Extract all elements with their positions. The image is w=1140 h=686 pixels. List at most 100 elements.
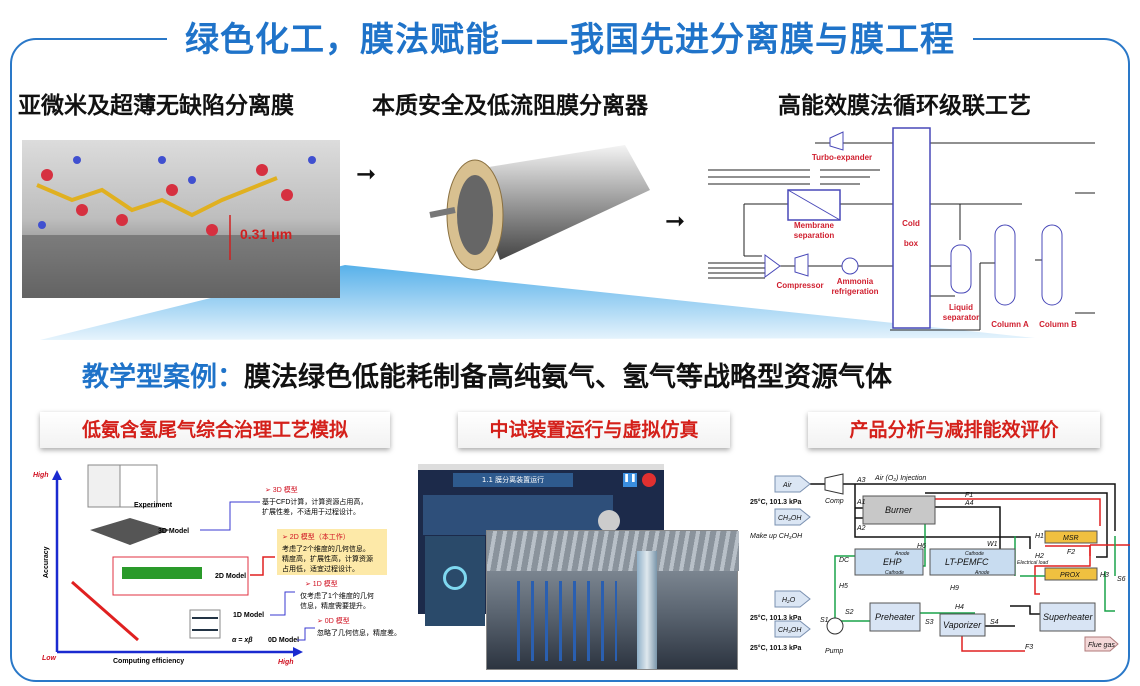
stream-h6: H6 — [917, 543, 926, 550]
note-2d-line: 占用低，适宜过程设计。 — [282, 564, 359, 573]
stream-s1: S1 — [820, 617, 829, 624]
arrow-right-icon: ➞ — [356, 160, 377, 188]
stream-h4: H4 — [955, 604, 964, 611]
subheading-process: 高能效膜法循环级联工艺 — [778, 93, 1031, 119]
stream-a4: A4 — [964, 500, 974, 507]
label-ch3oh: CH₃OH — [778, 627, 802, 634]
label-condition: 25°C, 101.3 kPa — [750, 498, 802, 506]
label-flue-gas: Flue gas — [1088, 642, 1115, 649]
label-ammonia: Ammonia — [837, 277, 874, 286]
title-text: 绿色化工，膜法赋能——我国先进分离膜与膜工程 — [167, 20, 973, 60]
note-2d-title: ➢ 2D 模型（本工作） — [282, 532, 350, 541]
label-msr: MSR — [1063, 535, 1079, 542]
label-preheater: Preheater — [875, 612, 916, 622]
label-separator: separator — [943, 313, 979, 322]
case-prefix: 教学型案例： — [82, 362, 244, 393]
note-2d-line: 考虑了2个维度的几何信息。 — [282, 544, 370, 553]
energy-flowsheet: Air 25°C, 101.3 kPa CH₃OH Make up CH₃OH … — [750, 473, 1130, 655]
label-cold: Cold — [902, 219, 920, 228]
arrow-right-icon: ➞ — [665, 207, 686, 235]
note-1d-line: 信息，精度需要提升。 — [300, 601, 370, 610]
label-box: box — [904, 239, 919, 248]
label-turbo-expander: Turbo-expander — [812, 153, 872, 162]
label-2d-model: 2D Model — [215, 573, 246, 580]
stream-h3: H3 — [1100, 572, 1109, 579]
section-evaluation: 产品分析与减排能效评价 — [808, 412, 1100, 448]
note-3d-title: ➢ 3D 模型 — [265, 485, 298, 494]
label-superheater: Superheater — [1043, 612, 1094, 622]
label-dc: DC — [839, 557, 850, 564]
label-ch3oh: CH₃OH — [778, 515, 802, 522]
membrane-sem-image: 0.31 μm — [22, 140, 340, 298]
note-2d-line: 精度高，扩展性高，计算资源 — [282, 554, 373, 563]
label-prox: PROX — [1060, 572, 1080, 579]
joystick-control[interactable] — [598, 510, 620, 532]
x-axis-high: High — [278, 659, 294, 666]
label-electrical-load: Electrical load — [1017, 560, 1048, 566]
x-axis-label: Computing efficiency — [113, 658, 184, 665]
settings-button[interactable] — [642, 473, 656, 487]
section-simulation: 低氨含氢尾气综合治理工艺模拟 — [40, 412, 390, 448]
note-0d-line: 忽略了几何信息，精度差。 — [317, 628, 401, 637]
thickness-label: 0.31 μm — [240, 226, 292, 242]
section-pilot: 中试装置运行与虚拟仿真 — [458, 412, 730, 448]
label-separation: separation — [794, 231, 835, 240]
note-1d-title: ➢ 1D 模型 — [305, 579, 338, 588]
label-0d-model: 0D Model — [268, 637, 299, 644]
label-membrane: Membrane — [794, 221, 835, 230]
label-formula: α = xβ — [232, 637, 253, 644]
label-cathode: Cathode — [965, 551, 984, 557]
membrane-module-image — [429, 145, 650, 271]
y-axis-high: High — [33, 472, 49, 479]
note-0d-title: ➢ 0D 模型 — [317, 616, 350, 625]
label-refrigeration: refrigeration — [831, 287, 878, 296]
stream-h2: H2 — [1035, 553, 1044, 560]
label-h2o: H₂O — [782, 597, 796, 604]
stream-h5: H5 — [839, 583, 848, 590]
stream-a2: A2 — [856, 525, 866, 532]
label-fuel-cell: LT-PEMFC — [945, 557, 989, 567]
stream-a3: A3 — [856, 477, 866, 484]
subheading-membrane: 亚微米及超薄无缺陷分离膜 — [18, 93, 294, 119]
label-column-a: Column A — [991, 320, 1029, 329]
stream-s3: S3 — [925, 619, 934, 626]
case-text: 膜法绿色低能耗制备高纯氨气、氢气等战略型资源气体 — [244, 362, 892, 393]
process-flow-diagram: Turbo-expander Membrane separation Cold … — [708, 127, 1095, 331]
label-condition: 25°C, 101.3 kPa — [750, 644, 802, 652]
note-3d-line: 基于CFD计算，计算资源占用高， — [262, 497, 367, 506]
sim-flowsheet — [423, 495, 613, 535]
label-3d-model: 3D Model — [158, 528, 189, 535]
sim-header: 1.1 膜分离装置运行 — [453, 473, 573, 487]
label-anode: Anode — [974, 570, 990, 576]
stream-a1: A1 — [856, 499, 866, 506]
note-3d-line: 扩展性差，不适用于过程设计。 — [262, 507, 360, 516]
label-makeup: Make up CH₃OH — [750, 533, 803, 540]
stream-s4: S4 — [990, 619, 999, 626]
stream-f1: F1 — [965, 492, 973, 499]
label-compressor: Compressor — [776, 281, 823, 290]
stream-s2: S2 — [845, 609, 854, 616]
label-air: Air — [782, 482, 792, 489]
stream-h9: H9 — [950, 585, 959, 592]
case-heading: 教学型案例：膜法绿色低能耗制备高纯氨气、氢气等战略型资源气体 — [82, 355, 892, 394]
sim-side-panel — [425, 536, 485, 626]
label-liquid: Liquid — [949, 303, 973, 312]
stream-h1: H1 — [1035, 533, 1044, 540]
label-injection: Air (O₂) Injection — [874, 475, 926, 482]
y-axis-label: Accuracy — [43, 546, 50, 578]
note-1d-line: 仅考虑了1个维度的几何 — [300, 591, 374, 600]
label-comp: Comp — [825, 498, 844, 505]
label-burner: Burner — [885, 505, 913, 515]
label-ehp: EHP — [883, 557, 902, 567]
label-column-b: Column B — [1039, 320, 1077, 329]
label-anode: Anode — [894, 551, 910, 557]
pause-button[interactable]: ❚❚ — [623, 473, 637, 487]
pilot-plant-photo — [486, 530, 739, 670]
stream-w1: W1 — [987, 541, 998, 548]
stream-f2: F2 — [1067, 549, 1075, 556]
model-accuracy-diagram: High Low High Accuracy Computing efficie… — [33, 464, 401, 666]
label-experiment: Experiment — [134, 502, 173, 509]
stream-s6: S6 — [1117, 576, 1126, 583]
label-pump: Pump — [825, 648, 843, 655]
label-vaporizer: Vaporizer — [943, 620, 982, 630]
